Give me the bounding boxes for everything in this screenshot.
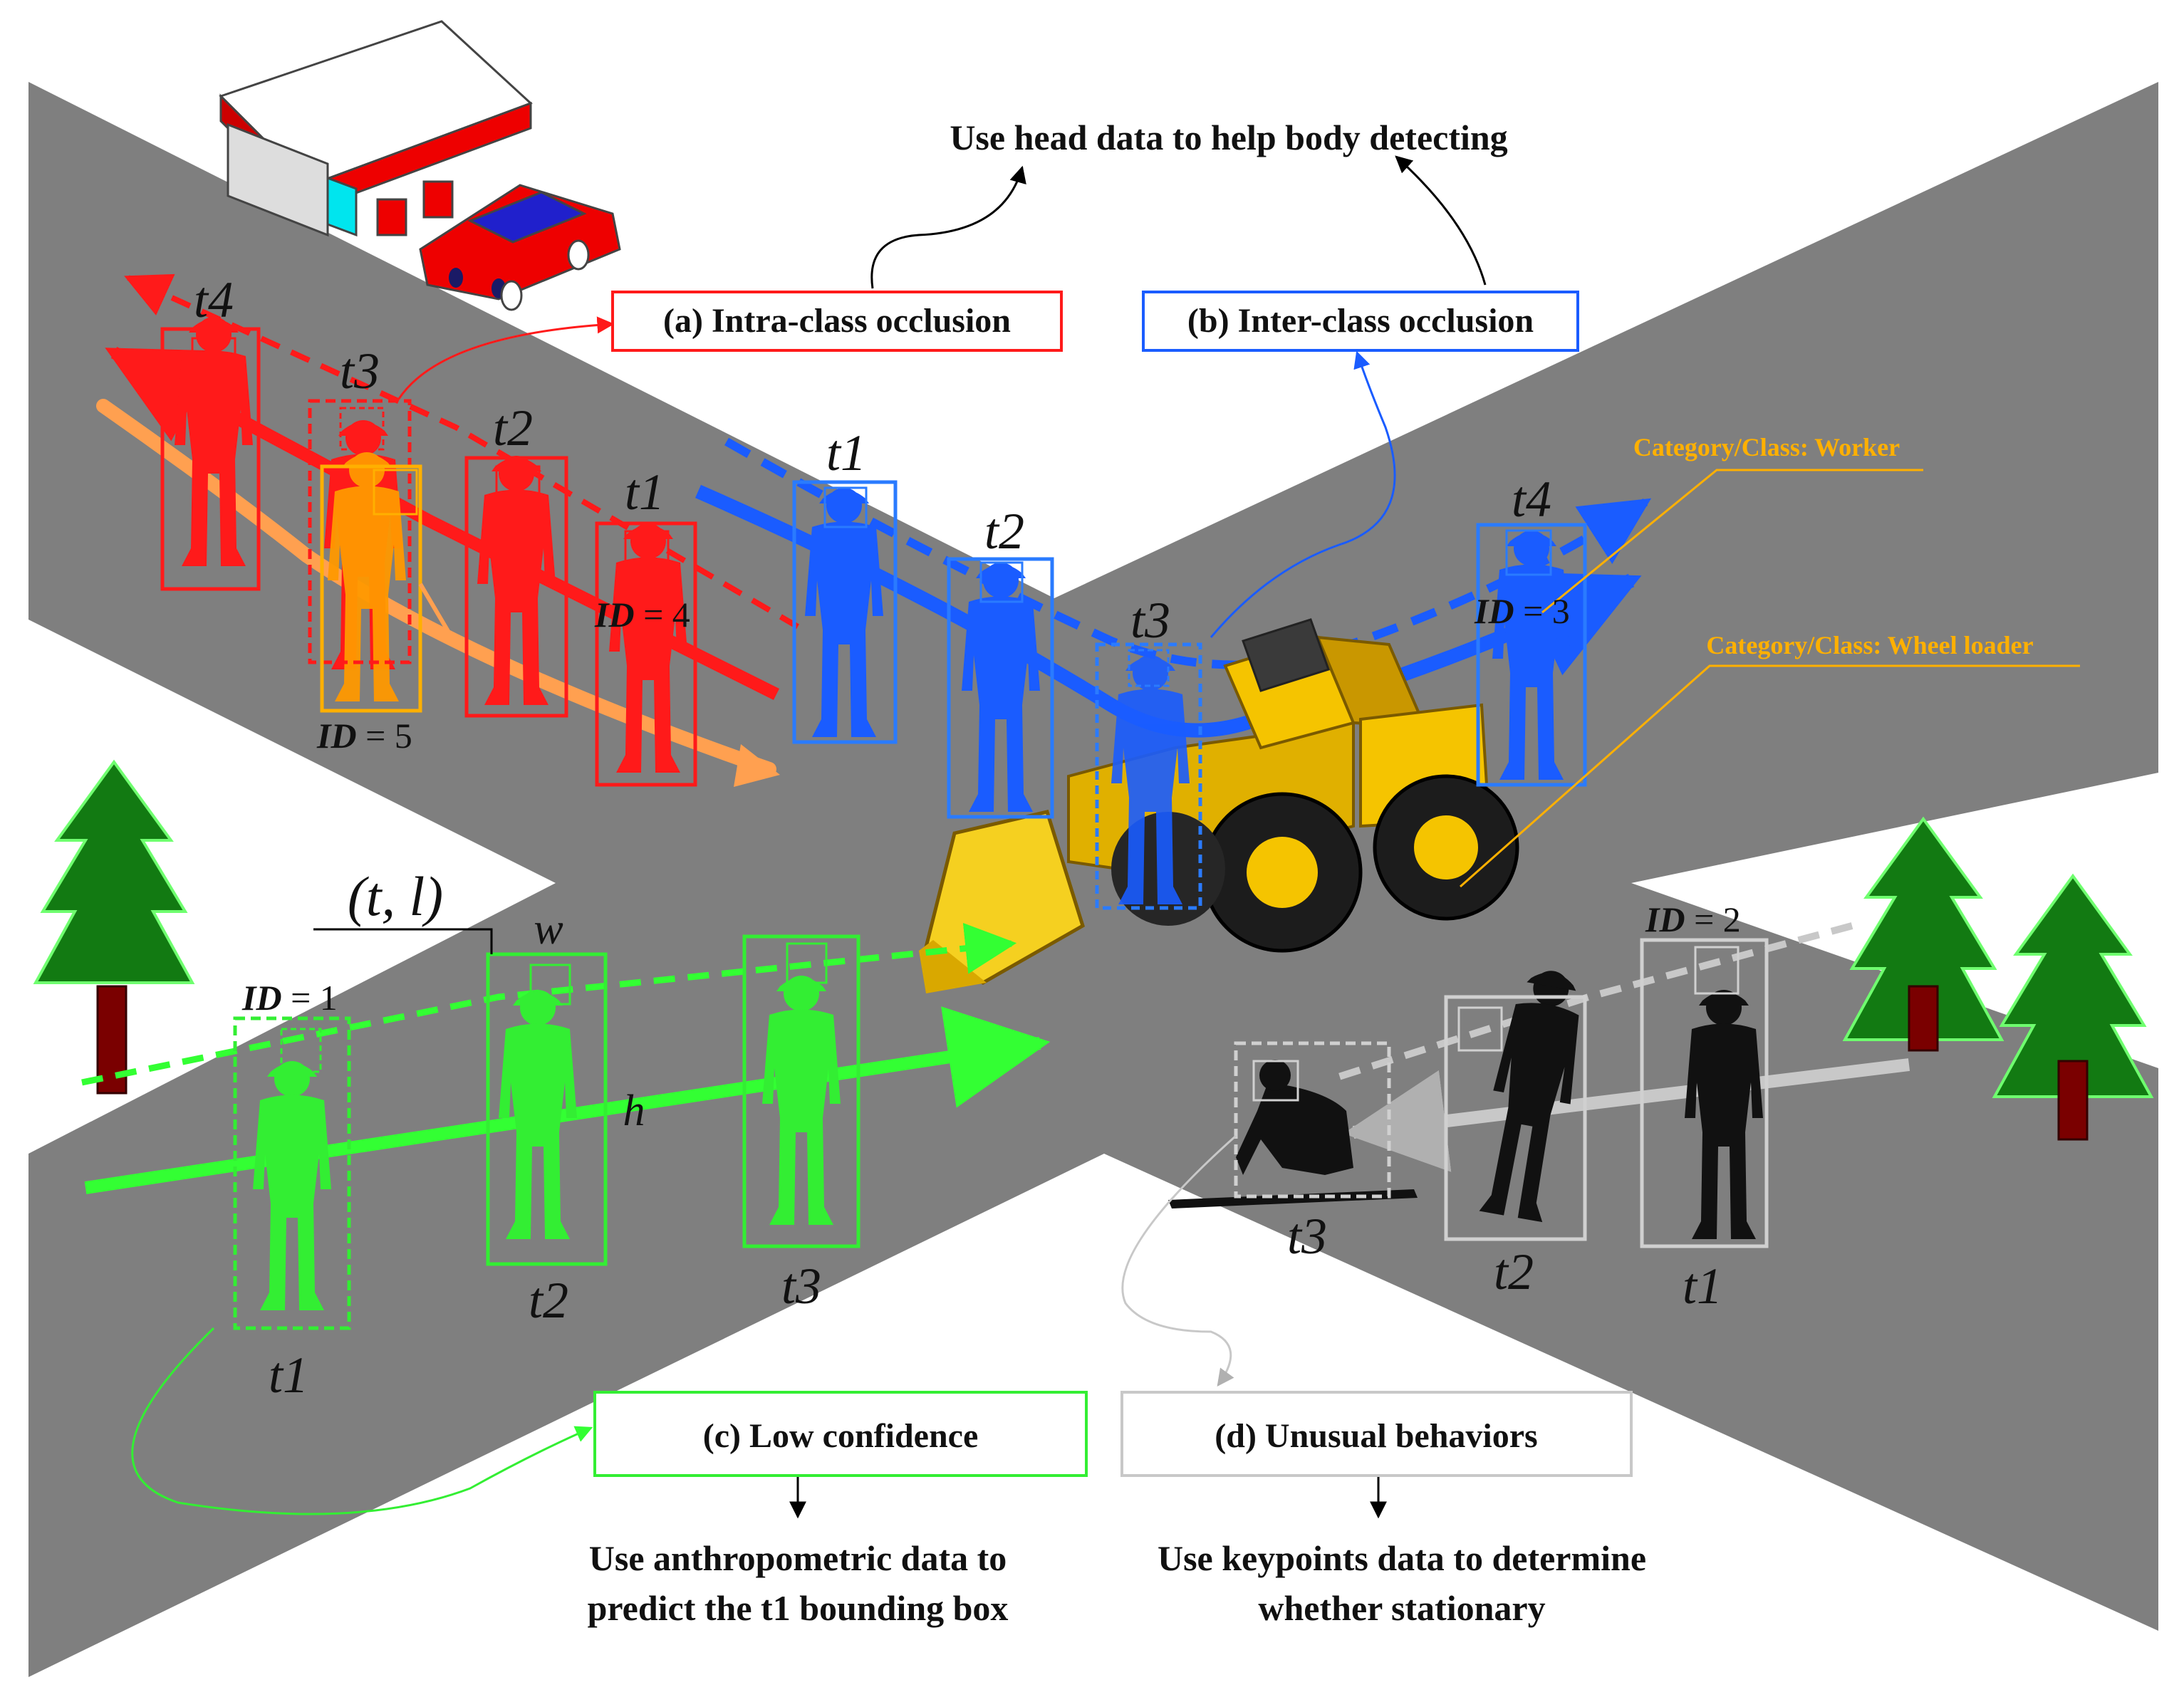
tree-icon xyxy=(1993,875,2153,1141)
blue-bbox-t4 xyxy=(1476,523,1587,787)
red-head-box xyxy=(191,337,236,382)
time-label-red-t1: t1 xyxy=(625,464,665,521)
blue-dashed-trajectory xyxy=(724,437,1652,669)
red-bbox-t2 xyxy=(464,456,568,718)
box-d-label: (d) Unusual behaviors xyxy=(1215,1417,1537,1455)
time-label-gray-t3: t3 xyxy=(1287,1208,1327,1265)
orange-trajectory-arrowhead xyxy=(734,744,780,787)
blue-head-box xyxy=(979,561,1024,603)
blue-head-box xyxy=(1505,529,1552,576)
category-worker-label: Category/Class: Worker xyxy=(1633,433,1900,461)
blue-bbox-t2 xyxy=(947,557,1054,819)
id-label-orange: ID = 5 xyxy=(316,716,412,756)
connector-red-to-a xyxy=(397,316,615,400)
green-bbox-t2 xyxy=(486,952,608,1266)
orange-bbox xyxy=(320,464,422,713)
time-label-red-t3: t3 xyxy=(340,343,380,400)
tree-icon xyxy=(34,761,194,1095)
box-c-frame xyxy=(593,1391,1088,1477)
tree-icon xyxy=(1844,818,2003,1052)
gray-head-box xyxy=(1252,1060,1299,1102)
red-head-box xyxy=(495,465,541,511)
green-bbox-t1 xyxy=(233,1016,351,1330)
box-d-frame xyxy=(1120,1391,1633,1477)
time-label-gray-t1: t1 xyxy=(1683,1258,1722,1315)
time-label-red-t4: t4 xyxy=(194,271,234,328)
time-label-red-t2: t2 xyxy=(493,400,533,456)
time-label-blue-t4: t4 xyxy=(1512,471,1551,528)
box-a-frame xyxy=(611,291,1063,352)
orange-head-box xyxy=(373,469,418,516)
green-bbox-t3 xyxy=(742,934,860,1248)
time-label-green-t3: t3 xyxy=(781,1258,821,1315)
connector-blue-to-b xyxy=(1210,350,1396,638)
orange-hidden-line xyxy=(418,583,458,646)
note-d-line2: whether stationary xyxy=(1258,1588,1545,1628)
connector-gray-to-d xyxy=(1121,1134,1237,1387)
top-note: Use head data to help body detecting xyxy=(950,118,1507,157)
note-d-line1: Use keypoints data to determine xyxy=(1158,1538,1646,1578)
red-bbox-t4 xyxy=(160,327,261,591)
loader-category-leader xyxy=(1460,664,2080,888)
gray-head-box xyxy=(1694,946,1740,995)
road-surface xyxy=(28,82,2158,1677)
gas-station-icon xyxy=(219,20,621,311)
note-c-line1: Use anthropometric data to xyxy=(589,1538,1007,1578)
box-c-label: (c) Low confidence xyxy=(703,1417,979,1455)
red-head-box xyxy=(624,530,670,575)
gray-dashed-trajectory xyxy=(1331,922,1853,1082)
gray-bbox-t2 xyxy=(1444,995,1587,1241)
green-solid-trajectory xyxy=(84,1006,1051,1194)
annotation-h: h xyxy=(623,1087,645,1135)
id-label-blue: ID = 3 xyxy=(1474,591,1570,631)
time-label-blue-t1: t1 xyxy=(826,424,866,481)
gray-head-box xyxy=(1457,1006,1503,1052)
gray-bbox-t1 xyxy=(1640,938,1769,1248)
black-worker-t3 xyxy=(1236,1082,1353,1175)
time-label-green-t1: t1 xyxy=(269,1347,308,1404)
id-label-red: ID = 4 xyxy=(594,595,690,635)
green-dashed-trajectory xyxy=(81,922,1017,1086)
red-head-box xyxy=(339,407,385,451)
blue-head-box xyxy=(1128,649,1170,687)
black-ground-plank xyxy=(1168,1189,1418,1208)
blue-head-box xyxy=(823,486,868,528)
time-label-gray-t2: t2 xyxy=(1494,1243,1534,1300)
green-head-box xyxy=(786,942,828,984)
top-left-annotation-line xyxy=(313,928,493,954)
connector-green-to-c xyxy=(131,1327,593,1515)
annotation-tl: (t, l) xyxy=(348,865,443,927)
annotation-w: w xyxy=(534,905,563,954)
blue-bbox-t1 xyxy=(792,480,898,744)
id-label-gray: ID = 2 xyxy=(1645,899,1741,939)
time-label-blue-t2: t2 xyxy=(984,503,1024,560)
green-head-box xyxy=(529,964,571,1006)
time-label-green-t2: t2 xyxy=(529,1272,568,1329)
box-b-frame xyxy=(1142,291,1579,352)
green-head-box xyxy=(280,1028,322,1073)
time-label-blue-t3: t3 xyxy=(1130,592,1170,649)
gray-bbox-t3 xyxy=(1234,1041,1391,1199)
box-b-label: (b) Inter-class occlusion xyxy=(1187,302,1534,340)
connector-a-to-top-note xyxy=(870,165,1026,289)
box-a-label: (a) Intra-class occlusion xyxy=(663,302,1011,340)
note-c-line2: predict the t1 bounding box xyxy=(588,1588,1009,1628)
id-label-green: ID = 1 xyxy=(241,978,338,1018)
red-bbox-t3 xyxy=(308,399,412,664)
worker-category-leader xyxy=(1541,469,1923,614)
blue-bbox-t3 xyxy=(1095,642,1202,910)
connector-b-to-top-note xyxy=(1395,155,1487,286)
category-loader-label: Category/Class: Wheel loader xyxy=(1706,631,2033,659)
red-bbox-t1 xyxy=(595,521,697,787)
wheel-loader-illustration xyxy=(919,618,1519,993)
